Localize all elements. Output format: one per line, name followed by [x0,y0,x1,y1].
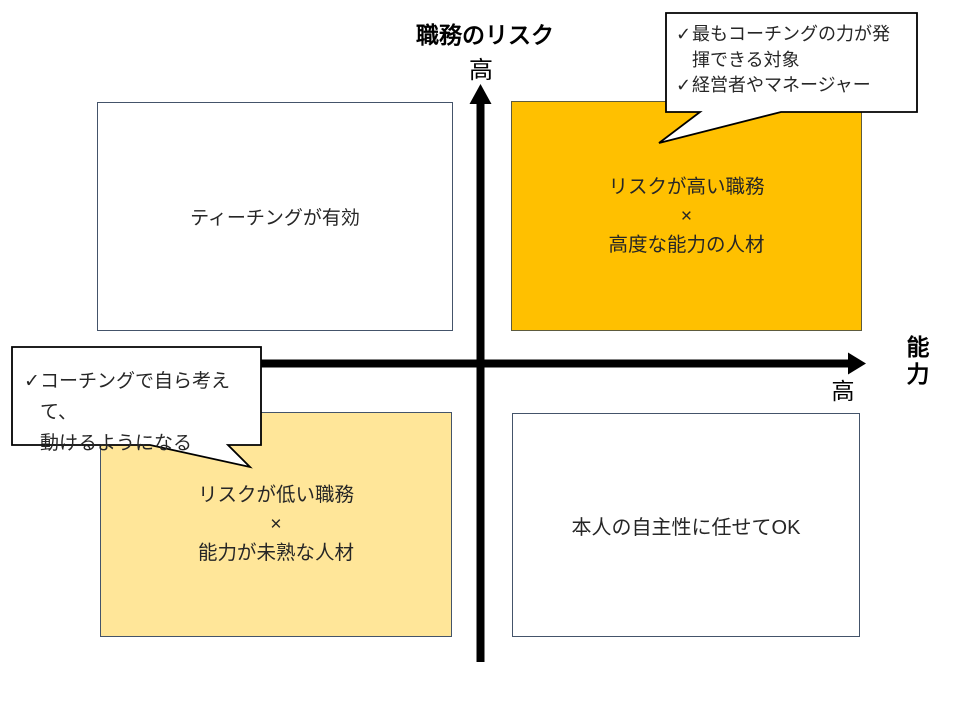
y-axis-arrowhead-icon [469,84,492,104]
y-axis-title: 職務のリスク [416,22,554,48]
y-axis-high-label: 高 [469,57,493,84]
callout-left-item-1: ✓ コーチングで自ら考えて、 動けるようになる [24,366,258,459]
quadrant-bottom-right-text: 本人の自主性に任せてOK [571,516,801,539]
callout-left: ✓ コーチングで自ら考えて、 動けるようになる [24,366,258,459]
checkmark-icon: ✓ [676,24,692,44]
quadrant-top-left: ティーチングが有効 [97,102,453,331]
x-axis-high-label: 高 [831,378,855,404]
quadrant-top-left-text: ティーチングが有効 [190,208,360,229]
quadrant-bottom-right: 本人の自主性に任せてOK [512,413,860,637]
callout-top-right-item-1: ✓ 最もコーチングの力が発 揮できる対象 [676,22,912,73]
callout-top-right-item-2-text: 経営者やマネージャー [692,75,871,95]
callout-top-right-item-1-text: 最もコーチングの力が発 揮できる対象 [692,24,890,70]
callout-top-right-item-2: ✓ 経営者やマネージャー [676,73,912,99]
checkmark-icon: ✓ [676,75,692,95]
callout-left-item-1-text: コーチングで自ら考えて、 動けるようになる [40,371,231,454]
x-axis-title: 能力 [906,334,930,387]
y-axis [469,84,492,662]
quadrant-top-right: リスクが高い職務 × 高度な能力の人材 [511,101,862,331]
quadrant-bottom-left-text: リスクが低い職務 × 能力が未熟な人材 [197,484,354,564]
quadrant-top-right-text: リスクが高い職務 × 高度な能力の人材 [608,175,765,256]
callout-top-right: ✓ 最もコーチングの力が発 揮できる対象 ✓ 経営者やマネージャー [676,22,912,99]
checkmark-icon: ✓ [24,371,40,392]
